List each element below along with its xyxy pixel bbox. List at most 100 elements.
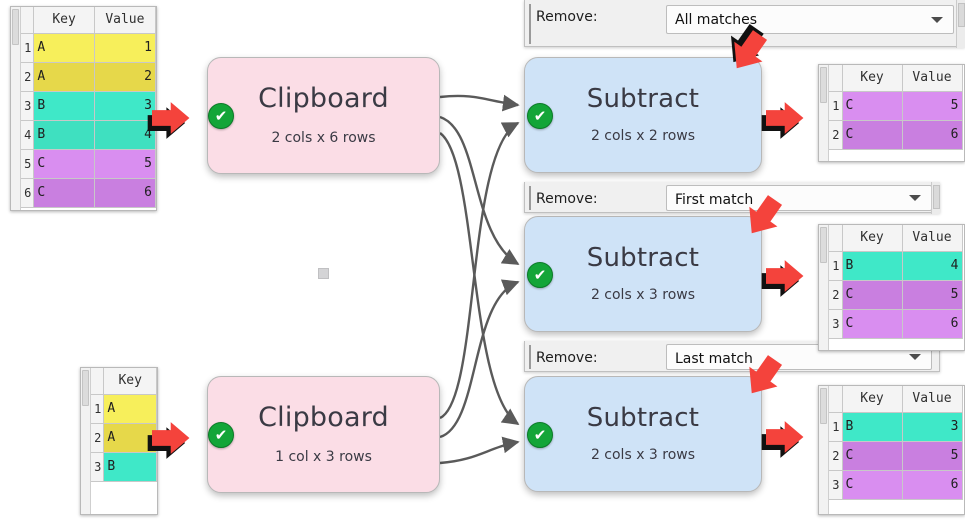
table-row[interactable]: 1 C 5 [828,90,963,121]
column-header-value[interactable]: Value [901,225,963,252]
cell-value[interactable]: 1 [93,32,157,63]
column-header-key[interactable]: Key [841,386,903,413]
cell-value[interactable]: 6 [901,308,963,339]
cell-value[interactable]: 6 [901,119,963,150]
corner-header [828,65,843,92]
status-ok-icon [208,103,234,129]
node-clipboard-bottom[interactable]: Clipboard 1 col x 3 rows [207,376,440,493]
scrollbar-thumb[interactable] [958,3,965,27]
table-row[interactable]: 2 C 5 [828,440,963,471]
cell-key[interactable]: B [841,250,903,281]
cell-value[interactable]: 5 [901,90,963,121]
cell-value[interactable]: 2 [93,61,157,92]
cell-value[interactable]: 5 [901,279,963,310]
table-scrollbar-vertical[interactable] [819,65,829,161]
table-row[interactable]: 6 C 6 [20,177,157,208]
cell-value[interactable]: 4 [93,119,157,150]
cell-value[interactable]: 3 [93,90,157,121]
cell-key[interactable]: C [841,308,903,339]
node-subtract-bottom[interactable]: Subtract 2 cols x 3 rows [524,376,762,492]
cell-key[interactable]: C [841,469,903,500]
result-table-last-match[interactable]: Key Value 1 B 3 2 C 5 3 C 6 [818,385,965,515]
cell-key[interactable]: C [33,148,95,179]
column-header-value[interactable]: Value [901,65,963,92]
table-row[interactable]: 4 B 4 [20,119,157,150]
cell-key[interactable]: B [33,90,95,121]
scrollbar-thumb[interactable] [82,370,89,406]
table-row[interactable]: 2 A 2 [20,61,157,92]
cell-key[interactable]: B [103,451,157,482]
cell-key[interactable]: C [841,279,903,310]
result-table-first-match[interactable]: Key Value 1 B 4 2 C 5 3 C 6 [818,224,965,351]
input-table-bottom[interactable]: Key 1 A 2 A 3 B [80,367,158,515]
table-row[interactable]: 2 C 5 [828,279,963,310]
row-number: 3 [90,451,105,482]
panel-scrollbar[interactable] [956,0,965,48]
scrollbar-thumb[interactable] [820,67,827,103]
column-header-key[interactable]: Key [103,368,157,395]
table-row[interactable]: 2 C 6 [828,119,963,150]
table-row[interactable]: 3 B [90,451,157,482]
table-scrollbar-vertical[interactable] [819,386,829,514]
panel-grip [529,345,531,369]
scrollbar-thumb[interactable] [820,388,827,424]
table-row[interactable]: 1 A [90,393,157,424]
table-row[interactable]: 3 B 3 [20,90,157,121]
column-header-key[interactable]: Key [841,65,903,92]
cell-key[interactable]: C [33,177,95,208]
cell-key[interactable]: B [841,411,903,442]
cell-value[interactable]: 3 [901,411,963,442]
row-number: 4 [20,119,35,150]
properties-panel-first-match[interactable]: Remove: First match [524,182,940,214]
chevron-down-icon[interactable] [909,354,921,360]
chevron-down-icon[interactable] [931,17,943,23]
cell-value[interactable]: 5 [901,440,963,471]
cell-key[interactable]: A [103,393,157,424]
table-row[interactable]: 1 B 4 [828,250,963,281]
node-subtract-mid[interactable]: Subtract 2 cols x 3 rows [524,216,762,332]
scrollbar-thumb[interactable] [933,185,940,209]
input-table-top[interactable]: Key Value 1 A 1 2 A 2 3 B 3 4 B 4 [10,6,157,211]
table-row[interactable]: 5 C 5 [20,148,157,179]
cell-key[interactable]: C [841,440,903,471]
table-scrollbar-vertical[interactable] [819,225,829,350]
remove-mode-select[interactable]: First match [666,185,932,211]
table-scrollbar-vertical[interactable] [81,368,91,514]
node-title: Subtract [586,402,700,433]
remove-mode-select[interactable]: All matches [666,5,954,34]
column-header-value[interactable]: Value [93,7,157,34]
cell-value[interactable]: 6 [901,469,963,500]
cell-value[interactable]: 5 [93,148,157,179]
cell-value[interactable]: 4 [901,250,963,281]
result-table-all-matches[interactable]: Key Value 1 C 5 2 C 6 [818,64,965,162]
cell-key[interactable]: A [33,61,95,92]
table-row[interactable]: 3 C 6 [828,308,963,339]
cell-value[interactable]: 6 [93,177,157,208]
scrollbar-thumb[interactable] [12,9,19,45]
node-title: Subtract [586,242,700,273]
table-row[interactable]: 1 A 1 [20,32,157,63]
cell-key[interactable]: C [841,90,903,121]
panel-scrollbar[interactable] [931,182,940,214]
properties-panel-all-matches[interactable]: Remove: All matches [524,0,965,48]
cell-key[interactable]: B [33,119,95,150]
table-row[interactable]: 3 C 6 [828,469,963,500]
cell-key[interactable]: A [103,422,157,453]
column-header-key[interactable]: Key [33,7,95,34]
column-header-value[interactable]: Value [901,386,963,413]
row-number: 2 [20,61,35,92]
cell-key[interactable]: A [33,32,95,63]
node-clipboard-top[interactable]: Clipboard 2 cols x 6 rows [207,57,440,174]
scrollbar-thumb[interactable] [820,227,827,263]
column-header-key[interactable]: Key [841,225,903,252]
table-row[interactable]: 2 A [90,422,157,453]
cell-key[interactable]: C [841,119,903,150]
chevron-down-icon[interactable] [909,195,921,201]
table-scrollbar-vertical[interactable] [11,7,21,210]
table-row[interactable]: 1 B 3 [828,411,963,442]
node-subtract-top[interactable]: Subtract 2 cols x 2 rows [524,57,762,173]
row-number: 1 [828,411,843,442]
remove-mode-select[interactable]: Last match [666,344,932,370]
row-number: 2 [90,422,105,453]
